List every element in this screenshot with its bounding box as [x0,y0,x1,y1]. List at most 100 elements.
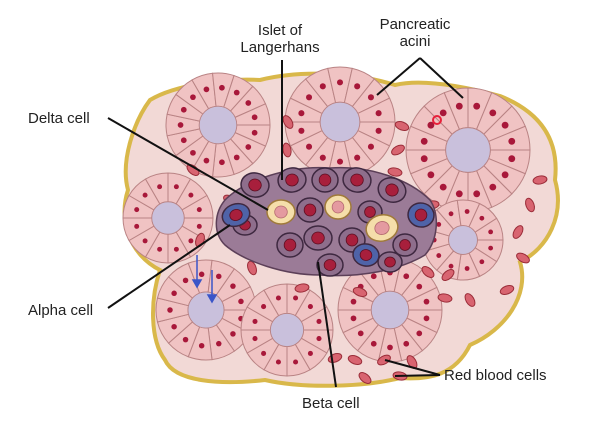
acinar-nucleus [370,273,377,280]
beta-cell-nucleus [283,238,297,252]
acinar-nucleus [219,159,225,166]
acinar-nucleus [420,137,428,145]
acinar-lumen [445,127,491,173]
label-islet: Islet of Langerhans [225,22,335,56]
acinar-nucleus [488,229,494,235]
acinar-nucleus [261,350,267,356]
acinar-nucleus [439,109,447,117]
acinar-nucleus [403,273,410,280]
leader-line-rbc [384,359,441,376]
delta-cell [266,199,296,225]
acinar-nucleus [319,83,326,90]
acinar-nucleus [354,83,361,90]
acinar-nucleus [319,154,326,161]
annotation-marker [432,115,442,125]
beta-cell-nucleus [311,231,325,245]
leader-line-acini [376,57,421,96]
label-beta-cell: Beta cell [302,395,360,412]
annotation-arrows [191,255,218,304]
acinar-nucleus [436,253,442,258]
label-delta-cell: Delta cell [28,110,90,127]
acinar-nucleus [439,183,447,191]
red-blood-cell [282,115,294,129]
alpha-cell [352,243,380,267]
acinar-nucleus [134,207,140,213]
acinar-lumen [270,313,304,347]
acinar-nucleus [427,171,435,179]
acinar-nucleus [198,271,205,278]
acinar-nucleus [427,121,435,129]
acinar-nucleus [180,137,187,144]
label-red-blood-cells: Red blood cells [444,367,547,384]
alpha-cell [221,202,251,228]
acinar-nucleus [182,336,189,343]
acinar-nucleus [423,315,430,322]
acinar-lumen [187,291,225,329]
acinar-nucleus [357,330,364,337]
acinar-nucleus [501,121,509,129]
acinar-lumen [448,225,478,255]
pancreatic-acinus [122,172,214,264]
acinar-nucleus [387,344,393,351]
red-blood-cell [437,293,453,303]
acinar-nucleus [350,315,357,322]
acinar-nucleus [190,94,196,101]
acinar-nucleus [245,144,252,150]
beta-cell-nucleus [303,203,317,217]
beta-cell [276,232,304,258]
acinar-nucleus [508,137,516,145]
acinar-nucleus [455,190,463,198]
acinar-nucleus [230,331,236,337]
red-blood-cell [421,266,435,278]
acinar-nucleus [375,127,382,134]
red-blood-cell [512,225,524,239]
acinar-nucleus [157,246,163,252]
acinar-nucleus [436,222,442,227]
alpha-cell-nucleus [414,208,428,222]
red-blood-cell [347,355,363,365]
beta-cell [296,197,324,223]
leader-line-acini [419,57,464,99]
acinar-nucleus [354,154,361,161]
acinar-nucleus [464,266,470,271]
red-blood-cell [391,144,405,156]
beta-cell [311,167,339,193]
acinar-lumen [198,105,238,145]
acinar-nucleus [488,245,494,251]
pancreatic-acinus [405,87,531,213]
leader-line-beta [317,261,337,388]
annotation-arrowhead [206,294,218,304]
acinar-nucleus [473,190,481,198]
acinar-lumen [151,201,185,235]
red-blood-cell [532,175,548,185]
acinar-nucleus [275,359,281,365]
acinar-lumen [319,101,361,143]
acinar-nucleus [298,127,305,134]
beta-cell [377,176,407,204]
acinar-nucleus [134,223,140,229]
pancreatic-acinus [240,283,334,377]
acinar-nucleus [261,304,267,310]
acinar-nucleus [489,109,497,117]
acinar-nucleus [233,89,240,96]
acinar-nucleus [173,246,179,252]
acinar-nucleus [307,350,313,356]
acinar-nucleus [489,183,497,191]
leader-line-delta [107,117,269,211]
acinar-nucleus [252,318,258,324]
label-acini: Pancreatic acini [360,16,470,50]
beta-cell-nucleus [248,178,262,192]
pancreatic-acinus [155,259,257,361]
red-blood-cell [352,287,368,297]
red-blood-cell [499,285,515,295]
acinar-nucleus [196,223,202,229]
acinar-nucleus [180,106,187,113]
red-blood-cell [294,283,310,293]
acinar-nucleus [198,342,205,349]
acinar-nucleus [171,323,177,330]
red-blood-cell [464,293,476,307]
acinar-nucleus [306,94,313,101]
red-blood-cell [186,164,200,176]
alpha-cell [407,202,435,228]
leader-line-rbc [394,374,441,377]
